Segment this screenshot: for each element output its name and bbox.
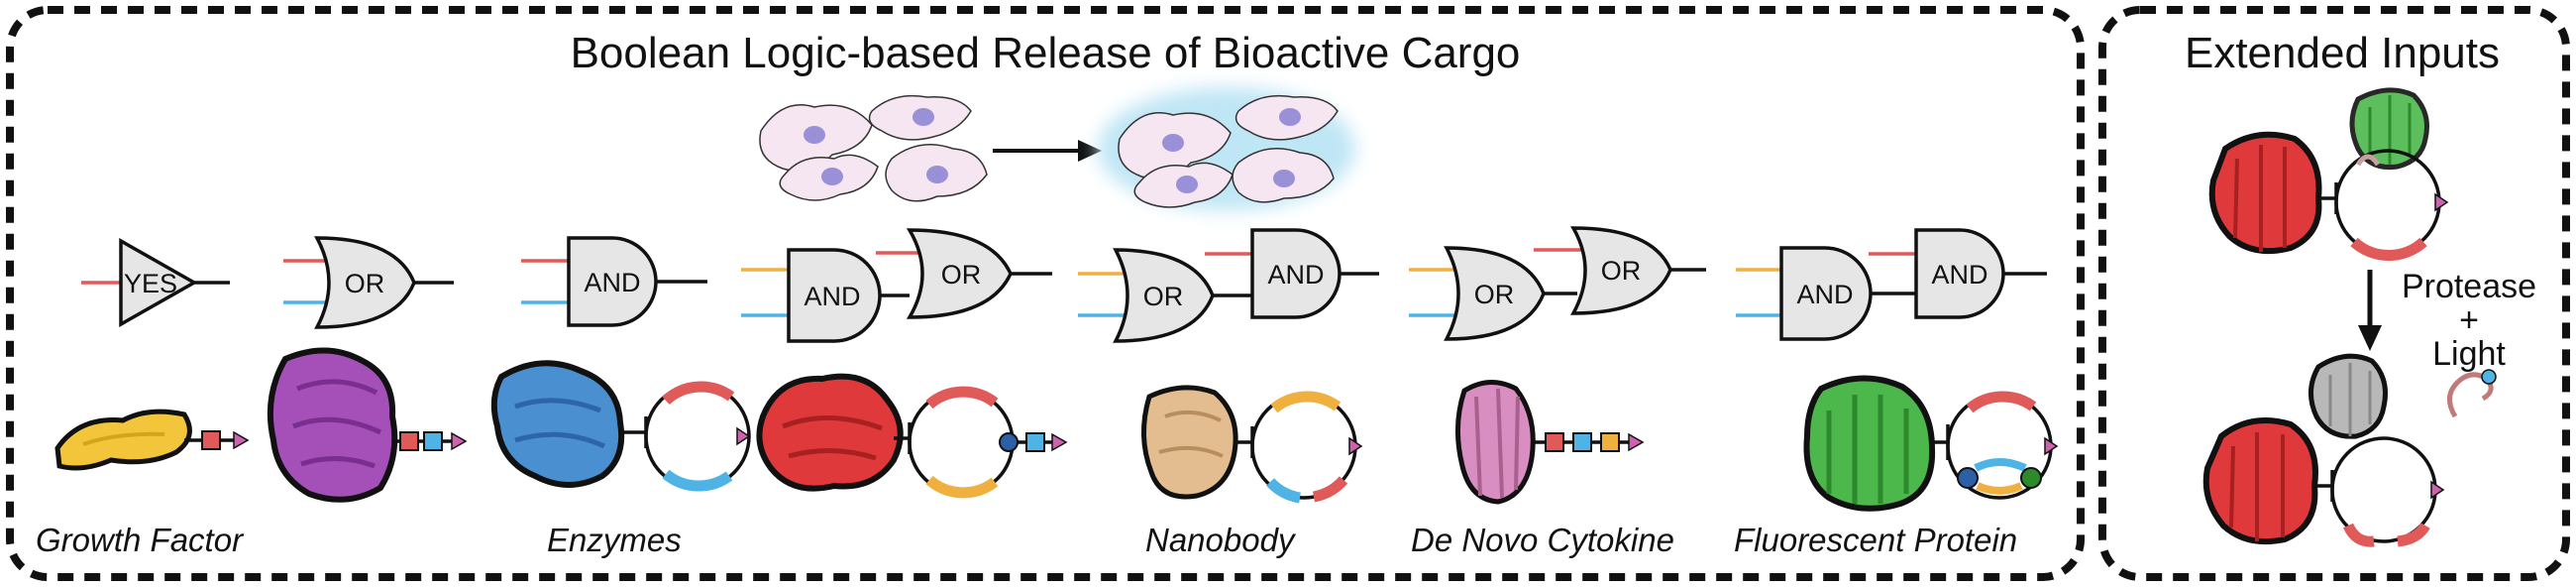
blue-enzyme-protein <box>490 360 751 492</box>
side-panel-border <box>2098 6 2570 581</box>
fluorescent-protein <box>1803 375 2059 512</box>
nanobody-protein <box>1140 385 1363 504</box>
extended-bottom-construct <box>2202 353 2497 547</box>
protein-icon <box>2208 131 2322 255</box>
gate-label: OR <box>345 269 385 298</box>
cell-icon <box>779 154 879 201</box>
cell-icon <box>1118 111 1232 179</box>
caption-enzymes: Enzymes <box>547 522 682 558</box>
or-and-combo: OR AND <box>1078 228 1379 343</box>
plasmid-ring-icon <box>908 389 1015 496</box>
protein-icon <box>267 347 398 503</box>
extended-top-construct <box>2208 87 2449 261</box>
main-panel-border <box>6 6 2085 581</box>
gate-label: OR <box>941 260 982 290</box>
purple-enzyme-protein <box>267 347 468 503</box>
gate-label: OR <box>1143 282 1184 311</box>
gate-label: OR <box>1601 256 1642 286</box>
plasmid-ring-icon <box>644 383 751 490</box>
gate-label: YES <box>124 269 177 298</box>
extended-arrow-icon <box>2358 270 2382 351</box>
linker-icon <box>1025 432 1045 452</box>
or-gate: OR <box>283 236 454 329</box>
growth-factor-protein <box>54 409 250 471</box>
linker-icon <box>1572 432 1592 452</box>
protein-icon <box>1140 385 1238 500</box>
cell-icon <box>1232 148 1335 203</box>
gate-label: AND <box>584 268 640 297</box>
light-label: Light <box>2432 335 2506 373</box>
or-or-combo: OR OR <box>1409 226 1706 341</box>
caption-de-novo-cytokine: De Novo Cytokine <box>1411 522 1674 558</box>
gate-label: AND <box>1796 280 1853 309</box>
protein-icon <box>1454 380 1536 505</box>
protein-icon <box>54 409 192 471</box>
protease-label: Protease <box>2402 268 2536 305</box>
protein-icon <box>2202 417 2318 545</box>
plus-label: + <box>2459 301 2479 339</box>
linker-icon <box>201 430 221 450</box>
cytokine-protein <box>1454 380 1645 505</box>
linker-icon <box>1545 432 1564 452</box>
and-gate: AND <box>521 236 707 327</box>
protein-icon <box>2308 353 2388 439</box>
cell-icon <box>759 103 873 172</box>
protein-icon <box>1803 375 1936 512</box>
gate-label: AND <box>804 282 860 311</box>
gate-label: AND <box>1267 260 1324 290</box>
red-enzyme-protein <box>756 373 1068 499</box>
cells-before <box>759 94 988 202</box>
main-title: Boolean Logic-based Release of Bioactive… <box>571 29 1521 77</box>
caption-nanobody: Nanobody <box>1145 522 1297 558</box>
and-or-combo: AND OR <box>741 228 1052 343</box>
protein-icon <box>490 360 625 488</box>
side-title: Extended Inputs <box>2185 29 2500 77</box>
yes-gate: YES <box>81 237 230 328</box>
linker-icon <box>399 431 419 451</box>
cell-icon <box>868 94 972 141</box>
arrow-icon <box>993 140 1102 162</box>
protein-icon <box>756 373 904 492</box>
cell-icon <box>1234 94 1339 141</box>
caption-fluorescent-protein: Fluorescent Protein <box>1734 522 2017 558</box>
cell-icon <box>885 144 988 202</box>
linker-icon <box>1600 432 1620 452</box>
and-and-combo: AND AND <box>1736 228 2047 341</box>
gate-label: OR <box>1474 280 1515 309</box>
caption-growth-factor: Growth Factor <box>36 522 245 558</box>
linker-icon <box>423 431 443 451</box>
cells-after <box>1098 87 1355 210</box>
cell-icon <box>1133 162 1234 208</box>
gate-label: AND <box>1931 260 1987 290</box>
